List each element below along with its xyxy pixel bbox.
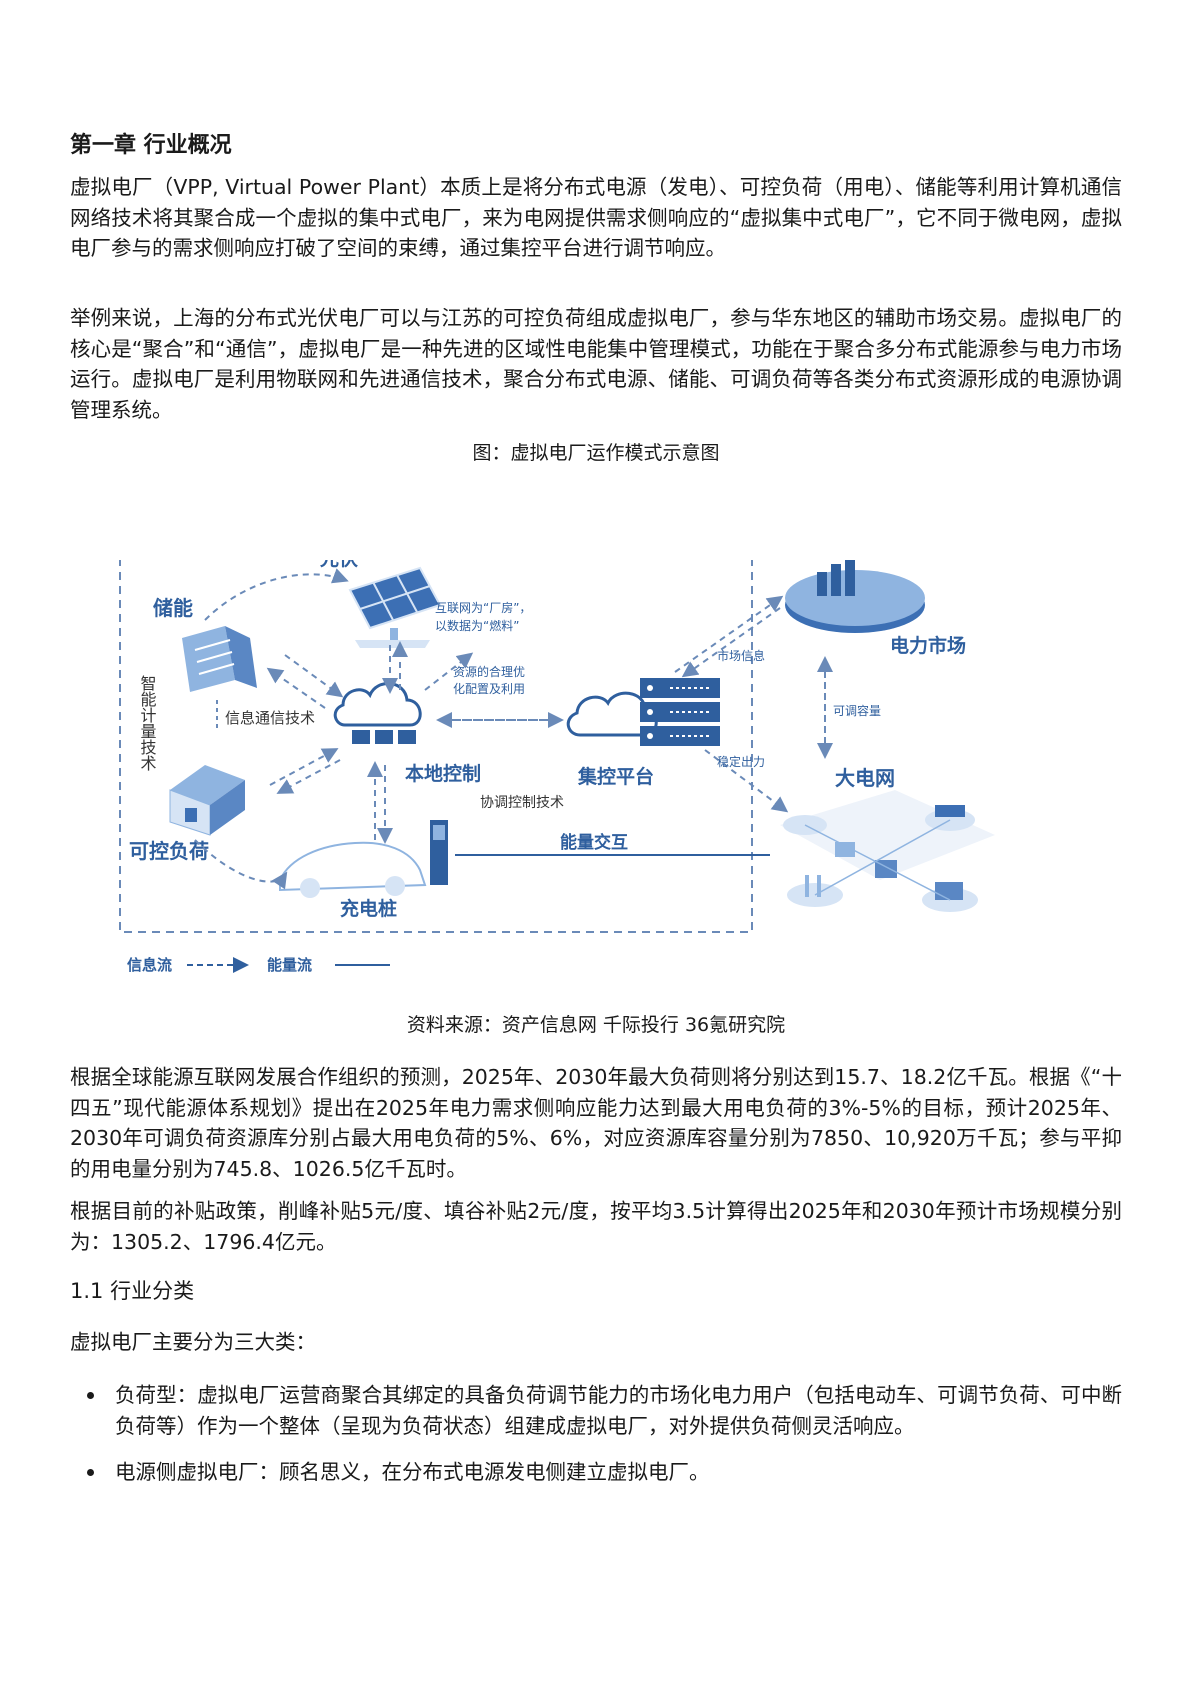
solar-label: 光伏	[319, 560, 358, 570]
ev-car-icon	[279, 820, 448, 898]
list-item-text: 电源侧虚拟电厂：顾名思义，在分布式电源发电侧建立虚拟电厂。	[115, 1460, 710, 1484]
chapter-title: 第一章 行业概况	[70, 133, 232, 158]
central-platform-icon	[566, 678, 720, 746]
central-platform-label: 集控平台	[577, 765, 654, 788]
adjustable-capacity-label: 可调容量	[833, 703, 881, 718]
solar-panel-icon	[348, 566, 442, 648]
cloud-icon	[333, 682, 422, 744]
list-item-text: 负荷型：虚拟电厂运营商聚合其绑定的具备负荷调节能力的市场化电力用户（包括电动车、…	[115, 1383, 1122, 1438]
storage-icon	[182, 626, 257, 692]
bullet-dot-icon	[87, 1392, 94, 1399]
vpp-diagram: 光伏 储能 智能计量技术 信息通信技术 可控负荷	[45, 531, 1005, 1050]
internet-note-line1: 互联网为“厂房”，	[435, 600, 531, 615]
figure-caption: 图：虚拟电厂运作模式示意图	[472, 442, 720, 464]
stable-output-label: 稳定出力	[717, 754, 765, 769]
paragraph-example: 举例来说，上海的分布式光伏电厂可以与江苏的可控负荷组成虚拟电厂，参与华东地区的辅…	[70, 306, 1122, 422]
market-info-label: 市场信息	[717, 648, 765, 663]
legend-energy-flow-label: 能量流	[267, 956, 312, 974]
big-grid-label: 大电网	[835, 766, 895, 790]
charging-pile-label: 充电桩	[340, 897, 397, 920]
power-market-icon	[785, 555, 925, 633]
category-list: 负荷型：虚拟电厂运营商聚合其绑定的具备负荷调节能力的市场化电力用户（包括电动车、…	[70, 1380, 1122, 1488]
energy-exchange-label: 能量交互	[560, 832, 628, 853]
smart-metering-label: 智能计量技术	[138, 675, 157, 771]
paragraph-intro: 虚拟电厂（VPP, Virtual Power Plant）本质上是将分布式电源…	[70, 175, 1122, 260]
paragraph-subsidy: 根据目前的补贴政策，削峰补贴5元/度、填谷补贴2元/度，按平均3.5计算得出20…	[70, 1199, 1122, 1254]
paragraph-categories-intro: 虚拟电厂主要分为三大类：	[70, 1330, 316, 1354]
info-comm-label: 信息通信技术	[225, 709, 315, 727]
resource-note-line1: 资源的合理优	[453, 664, 525, 679]
list-item: 电源侧虚拟电厂：顾名思义，在分布式电源发电侧建立虚拟电厂。	[70, 1457, 1122, 1488]
grid-network-icon	[780, 790, 995, 912]
storage-label: 储能	[153, 596, 193, 620]
resource-note-line2: 化配置及利用	[453, 682, 525, 696]
diagram-legend: 信息流 能量流	[127, 956, 390, 974]
legend-info-flow-label: 信息流	[127, 956, 172, 974]
list-item: 负荷型：虚拟电厂运营商聚合其绑定的具备负荷调节能力的市场化电力用户（包括电动车、…	[70, 1380, 1122, 1441]
internet-note-line2: 以数据为“燃料”	[435, 618, 519, 633]
controllable-load-label: 可控负荷	[129, 839, 209, 863]
bullet-dot-icon	[87, 1469, 94, 1476]
house-icon	[169, 765, 245, 836]
coord-tech-label: 协调控制技术	[480, 795, 564, 811]
power-market-label: 电力市场	[890, 634, 966, 657]
figure-source: 资料来源：资产信息网 千际投行 36氪研究院	[406, 1014, 786, 1036]
local-control-label: 本地控制	[405, 762, 481, 785]
paragraph-forecast: 根据全球能源互联网发展合作组织的预测，2025年、2030年最大负荷则将分别达到…	[70, 1065, 1122, 1181]
section-heading: 1.1 行业分类	[70, 1279, 195, 1303]
